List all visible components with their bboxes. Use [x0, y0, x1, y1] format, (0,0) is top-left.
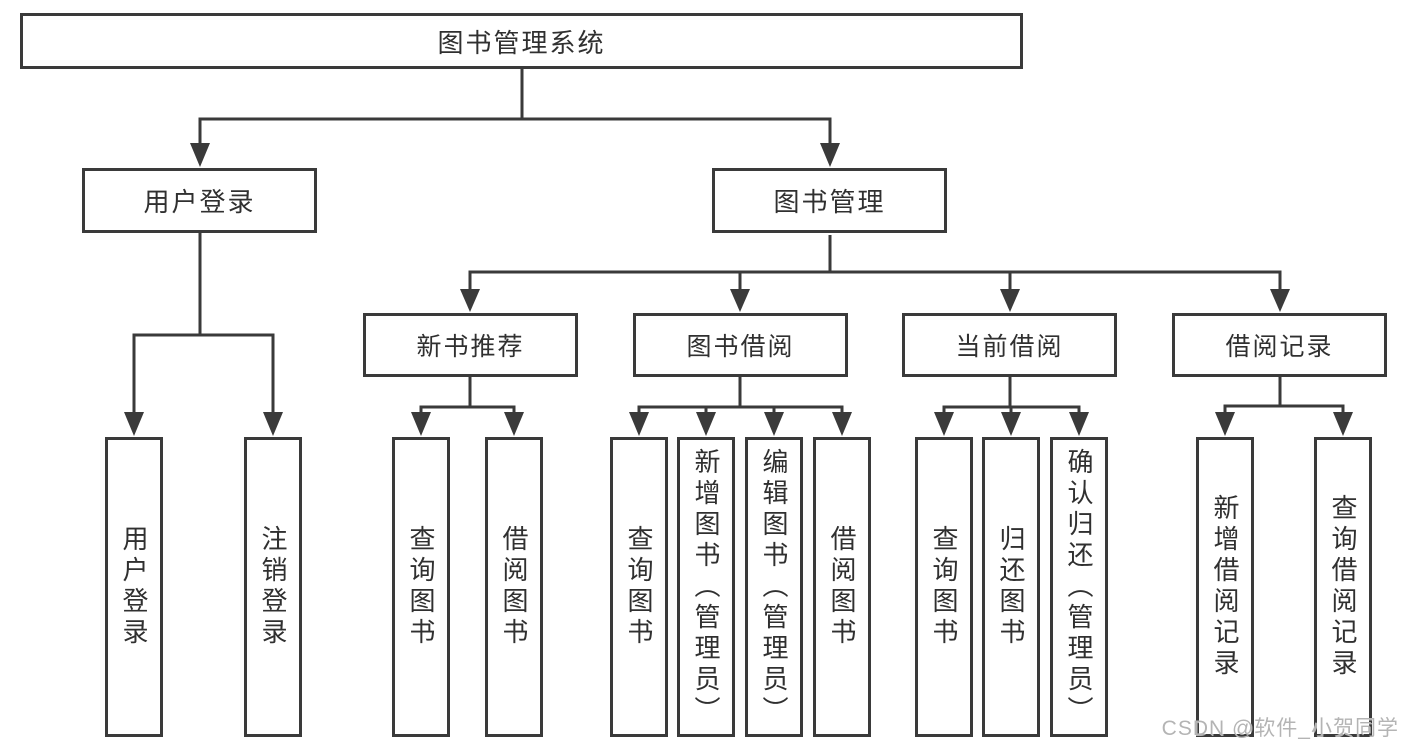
leaf-user-login: 用户登录 [105, 437, 163, 737]
leaf-return-books: 归还图书 [982, 437, 1040, 737]
leaf-query-books-current-label: 查询图书 [929, 525, 959, 649]
leaf-add-books-admin-label: 新增图书（管理员） [691, 447, 721, 727]
node-user-login: 用户登录 [82, 168, 317, 233]
leaf-return-books-label: 归还图书 [996, 525, 1026, 649]
leaf-confirm-return-admin: 确认归还（管理员） [1050, 437, 1108, 737]
node-book-borrowing: 图书借阅 [633, 313, 848, 377]
node-library-management-system: 图书管理系统 [20, 13, 1023, 69]
leaf-logout-label: 注销登录 [258, 525, 288, 649]
leaf-borrow-books-recommend: 借阅图书 [485, 437, 543, 737]
watermark: CSDN @软件_小贺同学 [1161, 717, 1399, 740]
leaf-query-borrow-record: 查询借阅记录 [1314, 437, 1372, 737]
leaf-query-books-current: 查询图书 [915, 437, 973, 737]
leaf-add-books-admin: 新增图书（管理员） [677, 437, 735, 737]
leaf-query-books-recommend: 查询图书 [392, 437, 450, 737]
leaf-query-books-borrowing-label: 查询图书 [624, 525, 654, 649]
leaf-borrow-books-recommend-label: 借阅图书 [499, 525, 529, 649]
leaf-query-books-borrowing: 查询图书 [610, 437, 668, 737]
node-borrowing-records: 借阅记录 [1172, 313, 1387, 377]
node-book-management: 图书管理 [712, 168, 947, 233]
leaf-confirm-return-admin-label: 确认归还（管理员） [1064, 447, 1094, 727]
node-current-borrowing: 当前借阅 [902, 313, 1117, 377]
leaf-add-borrow-record-label: 新增借阅记录 [1210, 494, 1240, 680]
leaf-user-login-label: 用户登录 [119, 525, 149, 649]
node-new-book-recommend: 新书推荐 [363, 313, 578, 377]
leaf-add-borrow-record: 新增借阅记录 [1196, 437, 1254, 737]
leaf-edit-books-admin: 编辑图书（管理员） [745, 437, 803, 737]
leaf-query-borrow-record-label: 查询借阅记录 [1328, 494, 1358, 680]
leaf-query-books-recommend-label: 查询图书 [406, 525, 436, 649]
leaf-borrow-books-borrowing-label: 借阅图书 [827, 525, 857, 649]
leaf-borrow-books-borrowing: 借阅图书 [813, 437, 871, 737]
leaf-logout: 注销登录 [244, 437, 302, 737]
leaf-edit-books-admin-label: 编辑图书（管理员） [759, 447, 789, 727]
